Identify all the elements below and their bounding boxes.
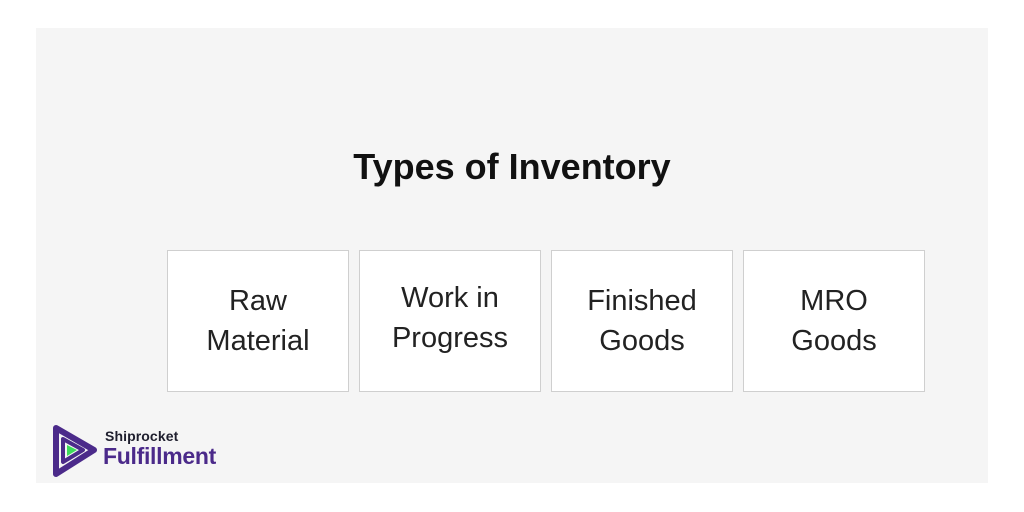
- box-mro-goods: MRO Goods: [743, 250, 925, 392]
- diagram-title: Types of Inventory: [353, 146, 671, 187]
- play-triangle-logo-icon: [53, 425, 97, 477]
- diagram-panel: Types of Inventory Raw Material Work in …: [36, 28, 988, 483]
- logo-brand-text: Shiprocket: [105, 428, 179, 444]
- box-raw-material: Raw Material: [167, 250, 349, 392]
- box-work-in-progress: Work in Progress: [359, 250, 541, 392]
- box-finished-goods: Finished Goods: [551, 250, 733, 392]
- box-label: Finished Goods: [587, 285, 697, 357]
- logo-product-text: Fulfillment: [103, 443, 216, 469]
- box-label: Raw Material: [206, 285, 310, 357]
- shiprocket-fulfillment-logo: Shiprocket Fulfillment: [50, 424, 270, 478]
- inventory-types-row: Raw Material Work in Progress Finished G…: [167, 250, 925, 392]
- box-label: Work in Progress: [391, 282, 509, 354]
- box-label: MRO Goods: [791, 285, 877, 357]
